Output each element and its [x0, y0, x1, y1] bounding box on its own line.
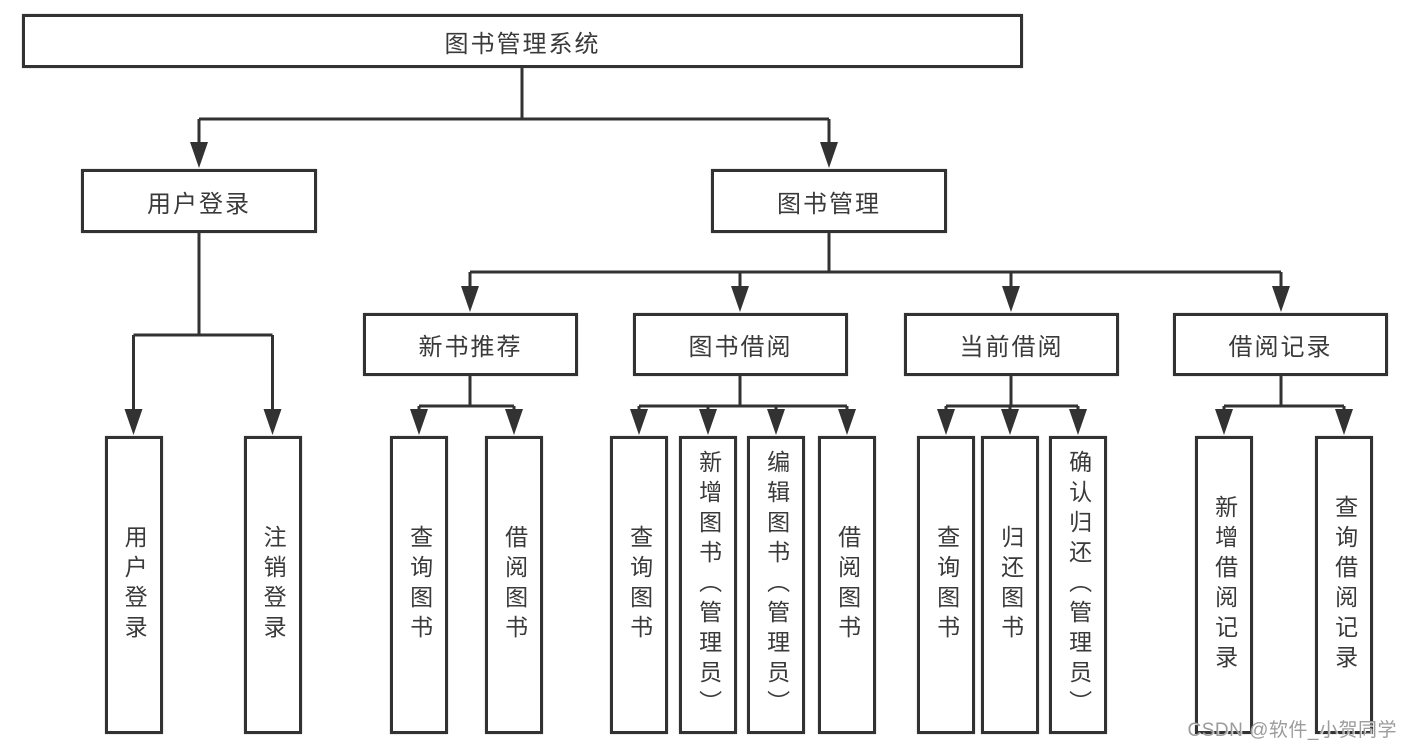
node-book-borrowing-label: 图书借阅: [688, 334, 793, 361]
leaf-current-query-books: 查询图书: [917, 436, 975, 734]
leaf-current-confirm-return-admin-label: 确认归还（管理员）: [1065, 450, 1092, 720]
node-book-management: 图书管理: [711, 169, 947, 233]
arrowheads: [124, 142, 1353, 435]
node-book-borrowing: 图书借阅: [633, 313, 848, 376]
leaf-borrow-borrow-books: 借阅图书: [818, 436, 876, 734]
leaf-borrow-borrow-books-label: 借阅图书: [834, 525, 861, 645]
arrow-down-icon: [937, 409, 955, 435]
arrow-down-icon: [767, 409, 785, 435]
leaf-records-add-record: 新增借阅记录: [1195, 436, 1253, 734]
node-current-borrowing: 当前借阅: [904, 313, 1119, 376]
leaf-logout: 注销登录: [243, 436, 302, 734]
watermark: CSDN @软件_小贺同学: [1187, 720, 1397, 741]
arrow-down-icon: [124, 409, 143, 435]
arrow-down-icon: [263, 409, 282, 435]
leaf-newbook-borrow-books-label: 借阅图书: [501, 525, 528, 645]
leaf-borrow-add-books-admin: 新增图书（管理员）: [679, 436, 737, 734]
leaf-logout-label: 注销登录: [260, 525, 287, 645]
arrow-down-icon: [1272, 286, 1290, 312]
leaf-records-query-record-label: 查询借阅记录: [1331, 495, 1358, 675]
arrow-down-icon: [699, 409, 717, 435]
node-current-borrowing-label: 当前借阅: [959, 334, 1064, 361]
leaf-current-confirm-return-admin: 确认归还（管理员）: [1049, 436, 1107, 734]
arrow-down-icon: [1335, 409, 1353, 435]
leaf-current-query-books-label: 查询图书: [933, 525, 960, 645]
leaf-newbook-query-books-label: 查询图书: [406, 525, 433, 645]
leaf-user-login-label: 用户登录: [121, 525, 148, 645]
node-root-label: 图书管理系统: [444, 30, 601, 58]
node-book-management-label: 图书管理: [777, 190, 881, 218]
arrow-down-icon: [505, 409, 523, 435]
node-user-login-label: 用户登录: [147, 190, 251, 218]
leaf-records-query-record: 查询借阅记录: [1315, 436, 1373, 734]
arrow-down-icon: [410, 409, 428, 435]
arrow-down-icon: [190, 142, 208, 168]
arrow-down-icon: [1069, 409, 1087, 435]
node-root: 图书管理系统: [22, 14, 1023, 68]
node-new-book-recommend: 新书推荐: [363, 313, 578, 376]
arrow-down-icon: [731, 286, 749, 312]
node-new-book-recommend-label: 新书推荐: [418, 334, 523, 361]
leaf-current-return-books: 归还图书: [981, 436, 1039, 734]
arrow-down-icon: [1002, 286, 1020, 312]
leaf-records-add-record-label: 新增借阅记录: [1211, 495, 1238, 675]
leaf-current-return-books-label: 归还图书: [997, 525, 1024, 645]
leaf-borrow-edit-books-admin: 编辑图书（管理员）: [747, 436, 805, 734]
leaf-borrow-add-books-admin-label: 新增图书（管理员）: [695, 450, 722, 720]
leaf-user-login: 用户登录: [104, 436, 163, 734]
leaf-borrow-edit-books-admin-label: 编辑图书（管理员）: [763, 450, 790, 720]
arrow-down-icon: [630, 409, 648, 435]
arrow-down-icon: [820, 142, 838, 168]
arrow-down-icon: [461, 286, 479, 312]
leaf-borrow-query-books-label: 查询图书: [626, 525, 653, 645]
node-borrow-records: 借阅记录: [1173, 313, 1388, 376]
arrow-down-icon: [1215, 409, 1233, 435]
node-borrow-records-label: 借阅记录: [1228, 334, 1333, 361]
arrow-down-icon: [1001, 409, 1019, 435]
leaf-borrow-query-books: 查询图书: [610, 436, 668, 734]
node-user-login: 用户登录: [81, 169, 317, 233]
arrow-down-icon: [838, 409, 856, 435]
leaf-newbook-borrow-books: 借阅图书: [485, 436, 543, 734]
leaf-newbook-query-books: 查询图书: [390, 436, 448, 734]
